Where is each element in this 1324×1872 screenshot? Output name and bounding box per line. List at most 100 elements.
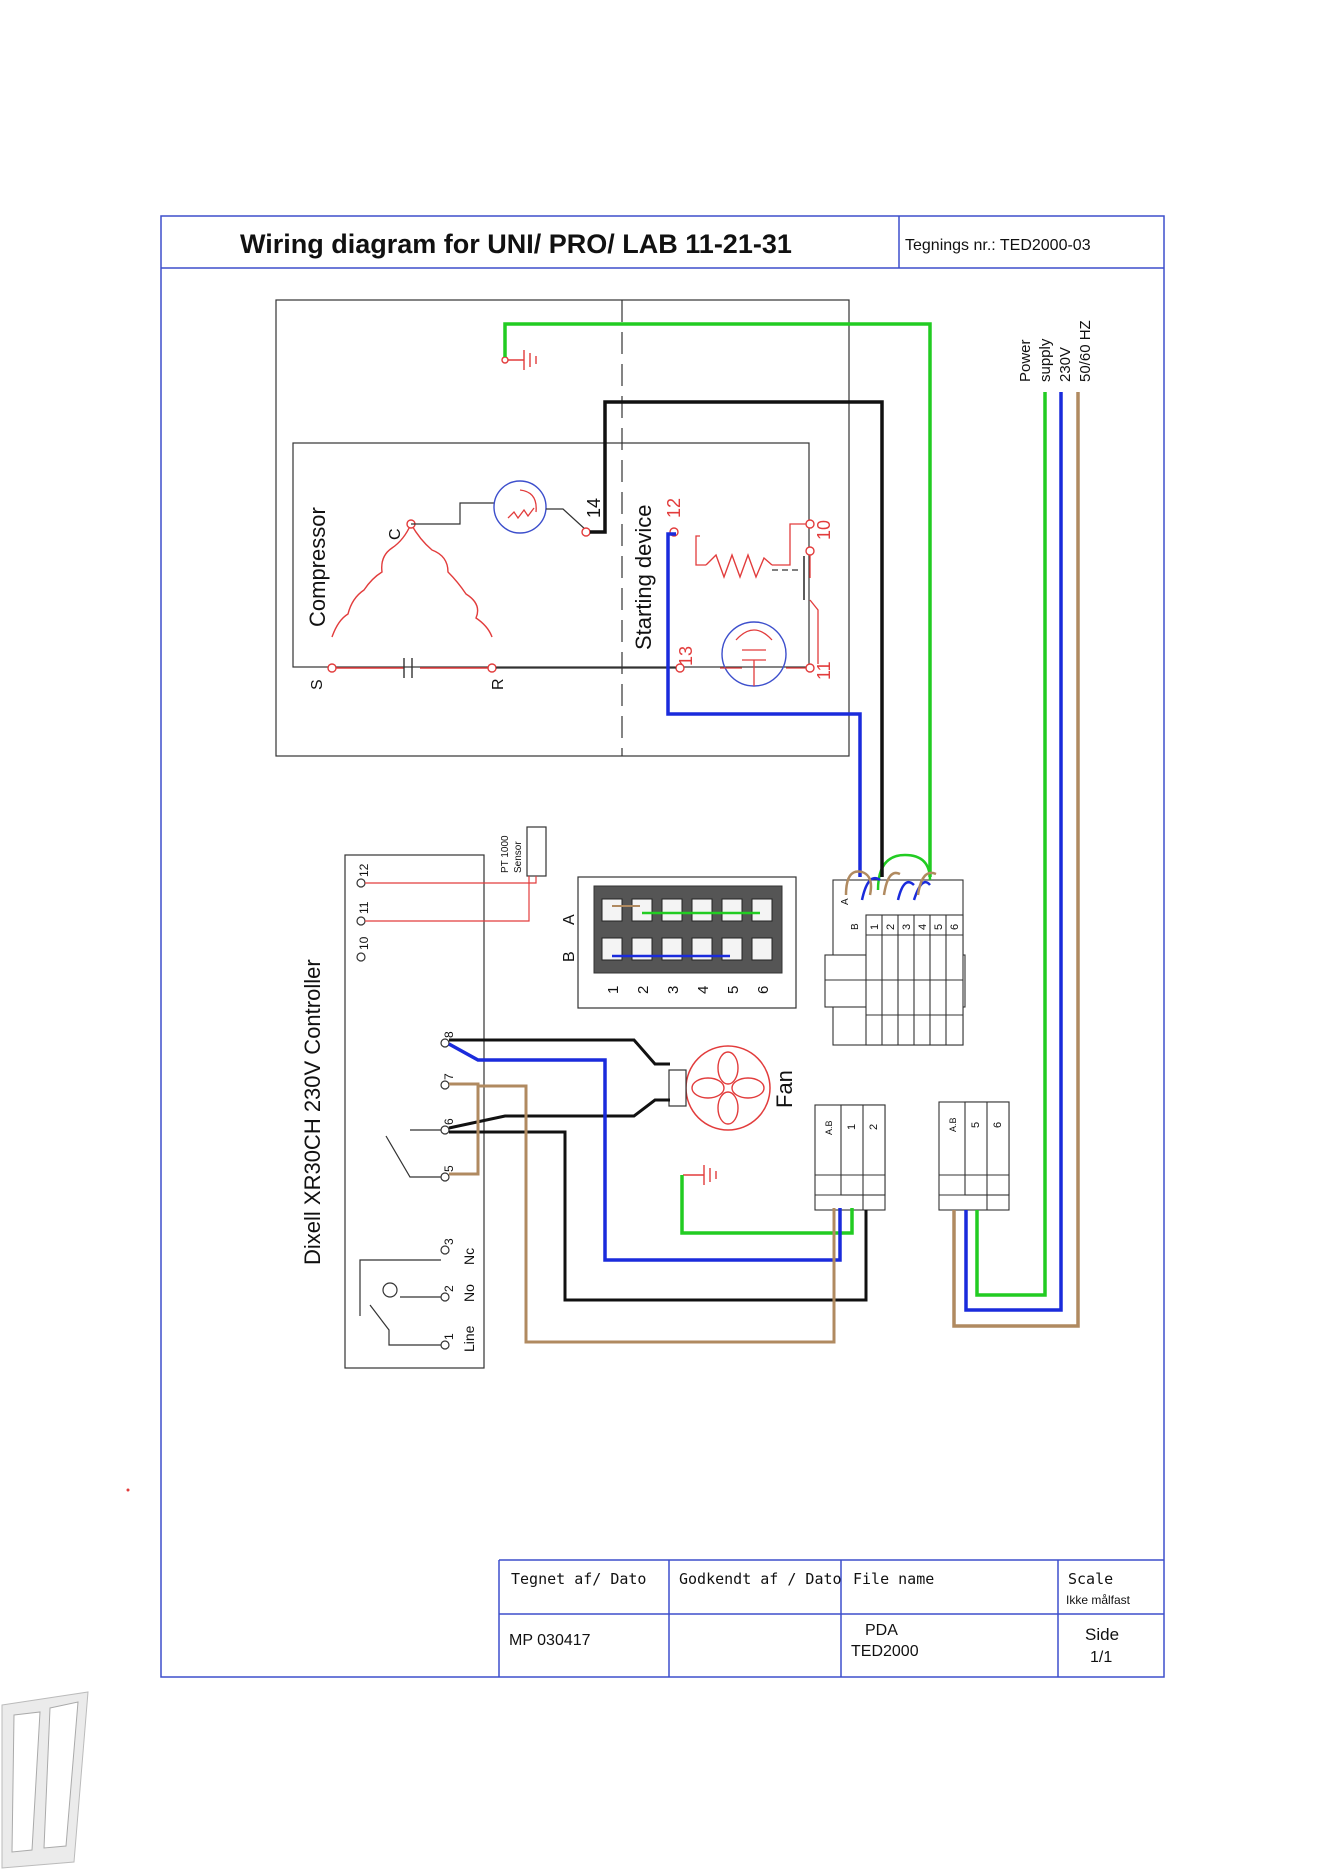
pt1000-sensor: [526, 826, 547, 877]
footer-drawn-value: MP 030417: [509, 1632, 591, 1649]
tb-pin-1: 1: [869, 924, 881, 930]
fan-tb-pin-1: 1: [846, 1124, 858, 1130]
tb-pin-2: 2: [885, 924, 897, 930]
start-capacitor-element: [720, 629, 773, 686]
connector-pin-1: 1: [605, 986, 622, 994]
wire-blue-ctrl-8: [448, 1042, 842, 1262]
footer-approved-label: Godkendt af / Dato: [679, 1570, 842, 1588]
fan-label: Fan: [772, 1070, 797, 1108]
terminal-r: [487, 663, 497, 673]
terminal-r-label: R: [490, 678, 507, 690]
ctrl-t5: 5: [442, 1165, 456, 1172]
ctrl-t6: 6: [442, 1118, 456, 1125]
power-label-3: 230V: [1057, 347, 1074, 382]
terminal-block-large: [824, 879, 966, 1046]
compressor-label: Compressor: [305, 507, 330, 627]
connector-row-b: B: [561, 951, 578, 962]
protector-to-14: [546, 508, 587, 531]
connector-pin-6: 6: [755, 986, 772, 994]
compressor-windings: [331, 523, 493, 669]
terminal-14: [581, 527, 591, 537]
footer-scale-label: Scale: [1068, 1570, 1113, 1588]
fan-blades: [691, 1051, 765, 1125]
terminal-block-fan: [814, 1104, 886, 1211]
tb-pin-4: 4: [917, 924, 929, 930]
wire-green-fan-earth: [680, 1175, 854, 1235]
ctrl-t3: 3: [442, 1238, 456, 1245]
controller-switch-5-6: [385, 1129, 441, 1178]
wire-black-ctrl-8: [449, 1038, 670, 1066]
tb-pin-3: 3: [901, 924, 913, 930]
wire-brown-ctrl-7: [449, 1082, 480, 1176]
terminal-s-label: S: [309, 679, 326, 690]
relay-label-no: No: [461, 1284, 477, 1302]
thermal-protector-icon: [493, 480, 547, 534]
power-label-1: Power: [1017, 339, 1034, 382]
ctrl-t12: 12: [357, 863, 371, 877]
drawing-number: Tegnings nr.: TED2000-03: [905, 237, 1091, 254]
ctrl-t11: 11: [357, 901, 371, 914]
controller-box: [344, 854, 485, 1369]
terminal-10: [805, 519, 815, 529]
footer-file-value-2: TED2000: [851, 1643, 919, 1660]
wire-blue-power: [964, 392, 1063, 1312]
wire-brown-tb-loops: [844, 870, 937, 896]
wire-brown-ctrl-7b: [478, 1084, 836, 1344]
connector-row-a: A: [561, 914, 578, 925]
relay-label-nc: Nc: [461, 1248, 477, 1265]
connector-pin-3: 3: [665, 986, 682, 994]
diagram-title: Wiring diagram for UNI/ PRO/ LAB 11-21-3…: [240, 229, 792, 259]
terminal-11: [805, 663, 815, 673]
wire-green-power: [975, 392, 1047, 1297]
connector-ab-outer: [577, 876, 797, 1009]
power-label-2: supply: [1037, 338, 1054, 382]
bell-icon: [382, 1282, 398, 1298]
connector-pin-4: 4: [695, 986, 712, 994]
sensor-label-2: Sensor: [513, 841, 524, 873]
footer-block: [498, 1559, 1164, 1677]
controller-label: Dixell XR30CH 230V Controller: [300, 959, 325, 1265]
ctrl-t10: 10: [357, 936, 371, 950]
connector-ab-pins: [601, 898, 773, 961]
sensor-wires: [365, 876, 537, 922]
terminal-14-label: 14: [584, 498, 604, 518]
connector-pin-5: 5: [725, 986, 742, 994]
tb-letter-a: A: [840, 898, 851, 905]
wire-brown-power: [952, 392, 1080, 1328]
fan-earth-icon: [683, 1165, 717, 1185]
tb-pin-6: 6: [949, 924, 961, 930]
fan-tb-pin-2: 2: [868, 1124, 880, 1130]
tb-pin-5: 5: [933, 924, 945, 930]
footer-scale-value: Ikke målfast: [1066, 1593, 1131, 1607]
terminal-10-label: 10: [814, 520, 834, 540]
power-label-4: 50/60 HZ: [1077, 320, 1094, 382]
power-tb-tag: A.B: [948, 1117, 958, 1132]
wire-green-earth-top: [503, 322, 932, 877]
relay-label-line: Line: [461, 1325, 477, 1352]
terminal-s: [327, 663, 337, 673]
terminal-12-label: 12: [664, 498, 684, 518]
earth-icon: [501, 350, 537, 370]
connector-ab-body: [593, 885, 783, 974]
protector-link: [411, 502, 494, 525]
ptc-resistor: [705, 552, 773, 580]
ctrl-t8: 8: [442, 1031, 456, 1038]
terminal-10b: [805, 546, 815, 556]
page-logo-icon: [1, 1691, 89, 1869]
controller-relay: [359, 1259, 441, 1346]
ctrl-t2: 2: [442, 1285, 456, 1292]
sheet-frame: [160, 215, 1165, 1678]
ctrl-t7: 7: [442, 1073, 456, 1080]
starting-device-label: Starting device: [631, 504, 656, 650]
ptc-leads: [695, 523, 806, 566]
fan-connector: [668, 1069, 687, 1107]
wire-blue-13: [666, 532, 862, 877]
wire-black-ctrl-6b: [449, 1130, 868, 1302]
power-tb-pin-5: 5: [970, 1122, 982, 1128]
wire-black-14: [590, 400, 884, 877]
terminal-11-label: 11: [814, 661, 834, 680]
terminal-c-label: C: [387, 528, 404, 540]
tb-letter-b: B: [850, 923, 861, 930]
wire-black-ctrl-6: [448, 1098, 670, 1130]
